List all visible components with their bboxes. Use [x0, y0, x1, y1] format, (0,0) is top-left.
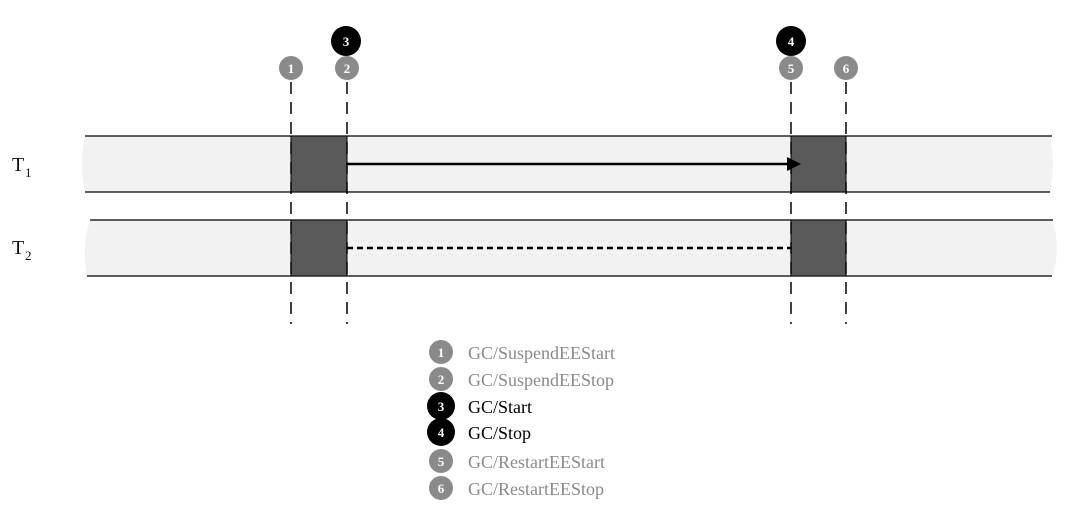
marker-badge-4: 4 [776, 26, 806, 56]
svg-text:GC/RestartEEStop: GC/RestartEEStop [468, 479, 604, 499]
svg-text:1: 1 [438, 345, 445, 360]
svg-text:GC/SuspendEEStop: GC/SuspendEEStop [468, 370, 614, 390]
marker-badge-3: 3 [331, 26, 361, 56]
svg-text:5: 5 [788, 61, 795, 76]
svg-text:1: 1 [25, 165, 32, 180]
svg-text:GC/RestartEEStart: GC/RestartEEStart [468, 452, 605, 472]
legend-item-5: 5 GC/RestartEEStart [429, 449, 605, 473]
legend-item-6: 6 GC/RestartEEStop [429, 476, 604, 500]
svg-text:T: T [12, 154, 24, 176]
marker-badge-2: 2 [335, 56, 359, 80]
svg-text:2: 2 [438, 372, 445, 387]
legend-item-4: 4 GC/Stop [427, 418, 531, 446]
svg-text:2: 2 [25, 248, 32, 263]
thread-label-t1: T 1 [12, 154, 32, 180]
svg-text:T: T [12, 237, 24, 259]
legend-item-1: 1 GC/SuspendEEStart [429, 340, 615, 364]
svg-text:GC/Start: GC/Start [468, 397, 532, 417]
svg-text:2: 2 [344, 61, 351, 76]
svg-text:1: 1 [288, 61, 295, 76]
svg-text:5: 5 [438, 454, 445, 469]
marker-badge-5: 5 [779, 56, 803, 80]
marker-badge-1: 1 [279, 56, 303, 80]
legend-item-2: 2 GC/SuspendEEStop [429, 367, 614, 391]
vertical-markers [290, 82, 847, 324]
svg-text:4: 4 [438, 425, 445, 440]
t1-suspend-block [290, 135, 348, 193]
svg-text:GC/Stop: GC/Stop [468, 423, 531, 443]
legend: 1 GC/SuspendEEStart 2 GC/SuspendEEStop 3… [427, 340, 615, 500]
thread-label-t2: T 2 [12, 237, 32, 263]
legend-item-3: 3 GC/Start [427, 392, 532, 420]
t2-suspend-block [290, 219, 348, 277]
svg-text:3: 3 [438, 399, 445, 414]
svg-text:GC/SuspendEEStart: GC/SuspendEEStart [468, 343, 615, 363]
svg-text:3: 3 [343, 34, 350, 49]
svg-text:4: 4 [788, 34, 795, 49]
svg-text:6: 6 [438, 481, 445, 496]
svg-text:6: 6 [843, 61, 850, 76]
marker-badge-6: 6 [834, 56, 858, 80]
t2-restart-block [790, 219, 847, 277]
